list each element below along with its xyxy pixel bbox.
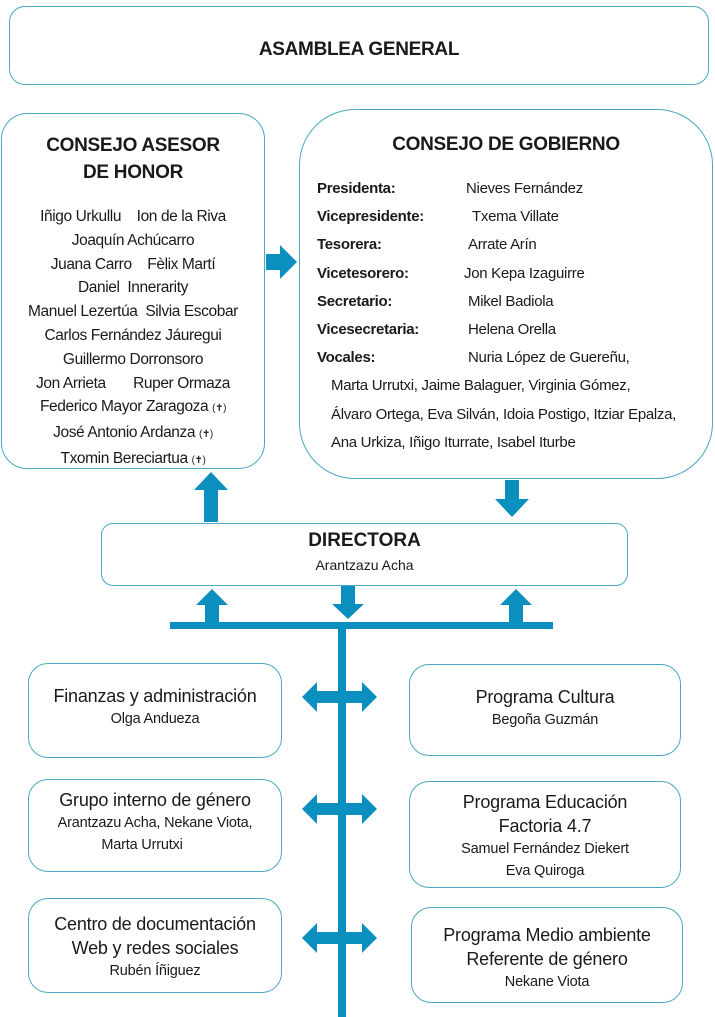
role-label: Presidenta: — [317, 180, 396, 197]
unit-person: Arantzazu Acha, Nekane Viota, — [57, 815, 253, 831]
unit-person: Eva Quiroga — [505, 863, 585, 879]
director-name: Arantzazu Acha — [315, 557, 414, 573]
honor-member-name: Federico Mayor Zaragoza — [39, 398, 209, 416]
honor-title-line1: CONSEJO ASESOR — [46, 135, 220, 156]
unit-title: Programa Educación — [462, 792, 628, 812]
unit-title: Programa Cultura — [475, 687, 615, 707]
honor-member-list: Iñigo Urkullu Ion de la Riva Joaquín Ach… — [2, 205, 264, 473]
role-label: Tesorera: — [317, 236, 382, 253]
unit-title: Factoria 4.7 — [498, 816, 592, 836]
role-person: Helena Orella — [468, 321, 556, 338]
honor-member-line: Guillermo Dorronsoro — [62, 350, 204, 368]
vocales-line: Álvaro Ortega, Eva Silván, Idoia Postigo… — [331, 406, 677, 423]
arrow-right-icon — [266, 245, 297, 279]
role-person: Txema Villate — [472, 208, 559, 225]
unit-culture-box: Programa Cultura Begoña Guzmán — [409, 664, 681, 756]
role-label: Vocales: — [317, 349, 376, 366]
deceased-cross-icon: (✝) — [191, 454, 206, 466]
arrow-up-icon — [194, 472, 228, 522]
arrow-down-icon — [332, 586, 364, 619]
role-person: Nieves Fernández — [466, 180, 583, 197]
honor-member-line: Joaquín Achúcarro — [71, 231, 195, 249]
honor-member-line-deceased: Federico Mayor Zaragoza (✝) — [2, 395, 264, 421]
unit-title: Centro de documentación — [54, 914, 256, 934]
honor-member-line: Iñigo Urkullu Ion de la Riva — [40, 208, 226, 225]
honor-member-line: Jon Arrieta Ruper Ormaza — [36, 374, 230, 392]
director-box: DIRECTORA Arantzazu Acha — [101, 523, 628, 586]
deceased-cross-icon: (✝) — [212, 403, 227, 415]
honor-member-line: Carlos Fernández Jáuregui — [44, 326, 222, 344]
arrow-up-icon — [196, 589, 228, 622]
unit-title: Referente de género — [466, 949, 628, 969]
unit-person: Nekane Viota — [504, 974, 590, 990]
role-person: Jon Kepa Izaguirre — [464, 265, 585, 282]
role-label: Vicesecretaria: — [317, 321, 419, 338]
unit-person: Begoña Guzmán — [491, 712, 599, 728]
unit-documentation-box: Centro de documentación Web y redes soci… — [28, 898, 282, 993]
honor-member-line: Juana Carro Fèlix Martí — [50, 255, 216, 273]
role-label: Vicepresidente: — [317, 208, 424, 225]
arrow-down-icon — [495, 480, 529, 517]
unit-person: Olga Andueza — [110, 711, 200, 727]
honor-council-title: CONSEJO ASESOR DE HONOR — [2, 132, 264, 186]
honor-member-line-deceased: Txomin Bereciartua (✝) — [2, 447, 264, 473]
honor-title-line2: DE HONOR — [83, 162, 183, 183]
honor-member-name: José Antonio Ardanza — [53, 424, 196, 442]
unit-environment-box: Programa Medio ambiente Referente de gén… — [411, 907, 683, 1003]
double-arrow-icon — [302, 682, 377, 712]
role-label: Secretario: — [317, 293, 393, 310]
unit-title: Programa Medio ambiente — [443, 925, 651, 945]
vocales-line: Marta Urrutxi, Jaime Balaguer, Virginia … — [331, 377, 631, 394]
role-person: Mikel Badiola — [468, 293, 554, 310]
unit-person: Marta Urrutxi — [101, 837, 183, 853]
unit-education-box: Programa Educación Factoria 4.7 Samuel F… — [409, 781, 681, 888]
vocales-line: Ana Urkiza, Iñigo Iturrate, Isabel Iturb… — [331, 434, 576, 451]
horizontal-bus — [170, 622, 553, 629]
role-person: Arrate Arín — [468, 236, 537, 253]
unit-title: Finanzas y administración — [53, 686, 257, 706]
unit-title: Web y redes sociales — [71, 938, 239, 958]
governing-council-title: CONSEJO DE GOBIERNO — [392, 134, 620, 155]
unit-finance-box: Finanzas y administración Olga Andueza — [28, 663, 282, 758]
unit-title: Grupo interno de género — [59, 790, 251, 810]
honor-member-line-deceased: José Antonio Ardanza (✝) — [2, 421, 264, 447]
honor-member-name: Txomin Bereciartua — [60, 449, 189, 467]
assembly-title: ASAMBLEA GENERAL — [258, 39, 460, 60]
honor-council-box: CONSEJO ASESOR DE HONOR Iñigo Urkullu Io… — [1, 113, 265, 469]
double-arrow-icon — [302, 923, 377, 953]
honor-member-line: Daniel Innerarity — [78, 279, 188, 297]
honor-member-line: Manuel Lezertúa Silvia Escobar — [28, 303, 238, 321]
arrow-up-icon — [500, 589, 532, 622]
vertical-trunk — [338, 629, 346, 1017]
deceased-cross-icon: (✝) — [199, 429, 213, 441]
role-label: Vicetesorero: — [317, 265, 409, 282]
unit-person: Rubén Íñiguez — [109, 963, 201, 979]
governing-council-box: CONSEJO DE GOBIERNO Presidenta: Nieves F… — [299, 109, 713, 479]
unit-gender-group-box: Grupo interno de género Arantzazu Acha, … — [28, 779, 282, 872]
director-title: DIRECTORA — [308, 530, 421, 551]
unit-person: Samuel Fernández Diekert — [461, 841, 629, 857]
assembly-box: ASAMBLEA GENERAL — [9, 6, 709, 85]
double-arrow-icon — [302, 794, 377, 824]
role-person: Nuria López de Guereñu, — [468, 349, 630, 366]
